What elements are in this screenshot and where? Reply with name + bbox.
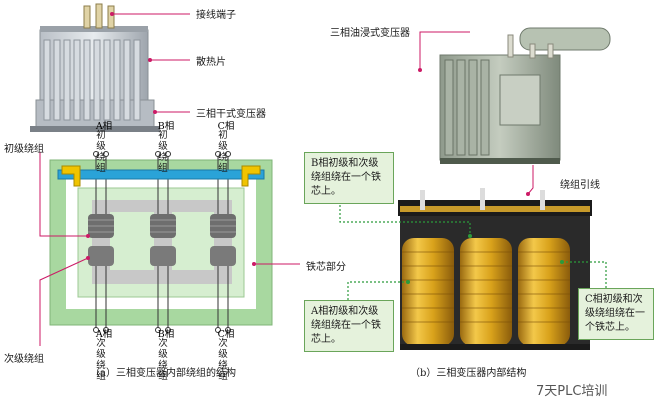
caption-b: （b）三相变压器内部结构 [410,368,527,379]
radiator-label: 散热片 [196,57,226,68]
terminal-label: 接线端子 [196,10,236,21]
oil-immersed-label: 三相油浸式变压器 [330,28,410,39]
dry-transformer-image [30,3,160,132]
coil-a [402,238,454,346]
caption-a: （a）三相变压器内部绕组的结构 [90,368,236,379]
primary-winding-label: 初级绕组 [4,144,44,155]
callout-phase-b: B相初级和次级绕组绕在一个铁芯上。 [304,152,394,204]
phase-c-bottom-letter: C相 [217,329,235,340]
phase-b-bottom-text: 次级绕组 [158,338,168,382]
callout-phase-c: C相初级和次级绕组绕在一个铁芯上。 [578,288,654,340]
secondary-winding-label: 次级绕组 [4,354,44,365]
phase-b-top-text: 初级绕组 [158,130,168,174]
coil-b [460,238,512,346]
phase-a-bottom-text: 次级绕组 [96,338,106,382]
dry-type-label: 三相干式变压器 [196,109,266,120]
phase-c-bottom-text: 次级绕组 [218,338,228,382]
winding-lead-label: 绕组引线 [560,180,600,191]
phase-a-bottom-letter: A相 [95,329,113,340]
phase-b-bottom-letter: B相 [157,329,175,340]
oil-transformer-image [439,27,611,164]
phase-a-top-letter: A相 [95,121,113,132]
core-schematic [49,151,273,333]
phase-a-top-text: 初级绕组 [96,130,106,174]
phase-b-top-letter: B相 [157,121,175,132]
phase-c-top-text: 初级绕组 [218,130,228,174]
callout-pointers [339,205,607,300]
phase-c-top-letter: C相 [217,121,235,132]
core-label: 铁芯部分 [306,262,346,273]
watermark: 7天PLC培训 [536,384,608,399]
internal-structure-image [398,188,592,350]
callout-phase-a: A相初级和次级绕组绕在一个铁芯上。 [304,300,394,352]
pointer-lines [39,13,534,346]
coil-c [518,238,570,346]
